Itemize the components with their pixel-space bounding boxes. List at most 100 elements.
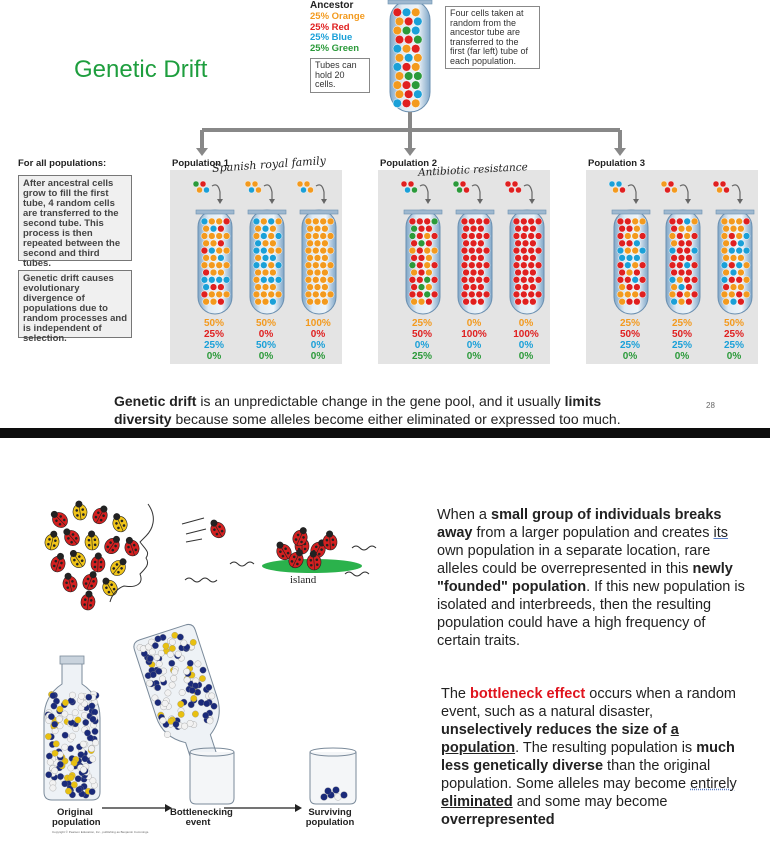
cell [512,246,521,255]
bead [177,700,185,708]
bead [61,710,69,718]
founder-ladybug [306,550,322,571]
cell [468,217,476,226]
bead [75,786,83,794]
cell [313,298,322,306]
bead [45,733,52,740]
surviving-bead [324,787,332,795]
cell [534,290,543,299]
founder-ladybug-split [296,533,303,546]
cell [520,290,528,299]
founder-ladybug-split [292,555,299,568]
cell [638,290,647,299]
bead [155,660,163,668]
bead [162,642,170,650]
population-1-tube-1-rim [195,209,235,215]
ladybug-spot [75,562,79,566]
cell [430,217,439,226]
bead [67,774,75,781]
population-3-label: Population 3 [588,158,645,169]
cell [462,298,470,306]
founder-ladybugs [276,527,338,571]
bead [155,667,163,675]
cell [690,232,699,240]
percentage-value: 50% [203,318,224,329]
population-1-tube-3 [299,209,339,315]
cell [683,246,691,255]
flying-ladybug-head [210,519,218,527]
ladybug-spot [106,545,110,549]
cell [742,232,751,240]
cell [624,261,632,269]
hook-arrow [419,184,429,200]
cell [209,254,218,262]
cell [408,232,417,240]
cell [477,298,485,306]
cell [625,239,634,247]
bead [174,650,182,658]
cell [417,298,426,306]
cell [638,261,647,269]
cell [202,268,210,277]
bead [192,710,199,718]
cell [319,276,327,284]
ladybug-spot [66,586,70,589]
percentage-value: 0% [310,340,326,351]
cell [410,268,418,277]
cell [735,246,743,255]
cell [312,276,320,284]
bottleneck-t2: occurs when a random event, such as a na… [441,686,736,720]
transfer-cells-1-1 [192,180,223,204]
ladybug-spot [74,537,78,540]
ladybug-head [69,549,77,557]
ladybug [72,500,88,521]
slide1-caption: Genetic drift is an unpredictable change… [114,392,654,428]
percentage-value: 100% [513,329,539,340]
transfer-cell [511,180,519,188]
cell [319,290,327,299]
cell [430,232,439,240]
cell [208,276,216,284]
founder-ladybug-split [313,556,315,570]
hook-arrow [315,184,325,200]
cell [624,276,632,284]
cell [404,35,414,45]
percentage-value: 0% [310,329,326,340]
founder-ladybug-spot [331,543,335,547]
wind-lines [181,517,207,543]
cell [254,268,262,277]
cell [404,89,414,99]
ladybug-spot [89,599,93,602]
ladybug-spot [48,538,51,541]
bead [89,715,97,723]
cell [401,7,412,17]
cell [411,62,421,72]
cell [676,276,684,284]
cell [521,268,530,277]
cell [624,217,632,226]
wave-1 [229,561,255,567]
ladybug-spot [117,526,120,530]
transfer-cell [255,186,262,194]
transfer-cell [452,180,460,188]
bead [190,695,198,702]
cell [529,283,537,291]
cell [520,261,528,269]
cell [423,276,431,284]
bottleneck-r1: bottleneck effect [470,686,586,702]
cell [676,246,684,255]
cell [728,290,736,299]
cell [520,232,528,240]
cell [401,98,412,108]
transfer-cells-1-2 [244,180,275,204]
cell [677,225,686,233]
percentage-value: 25% [411,351,432,362]
cell [252,276,261,284]
cell [200,217,209,226]
founder-ladybug-spot [302,536,305,539]
percentage-value: 0% [414,340,430,351]
ladybug-split [107,541,116,553]
cell [482,246,491,255]
cell [668,290,677,299]
cell [668,217,677,226]
